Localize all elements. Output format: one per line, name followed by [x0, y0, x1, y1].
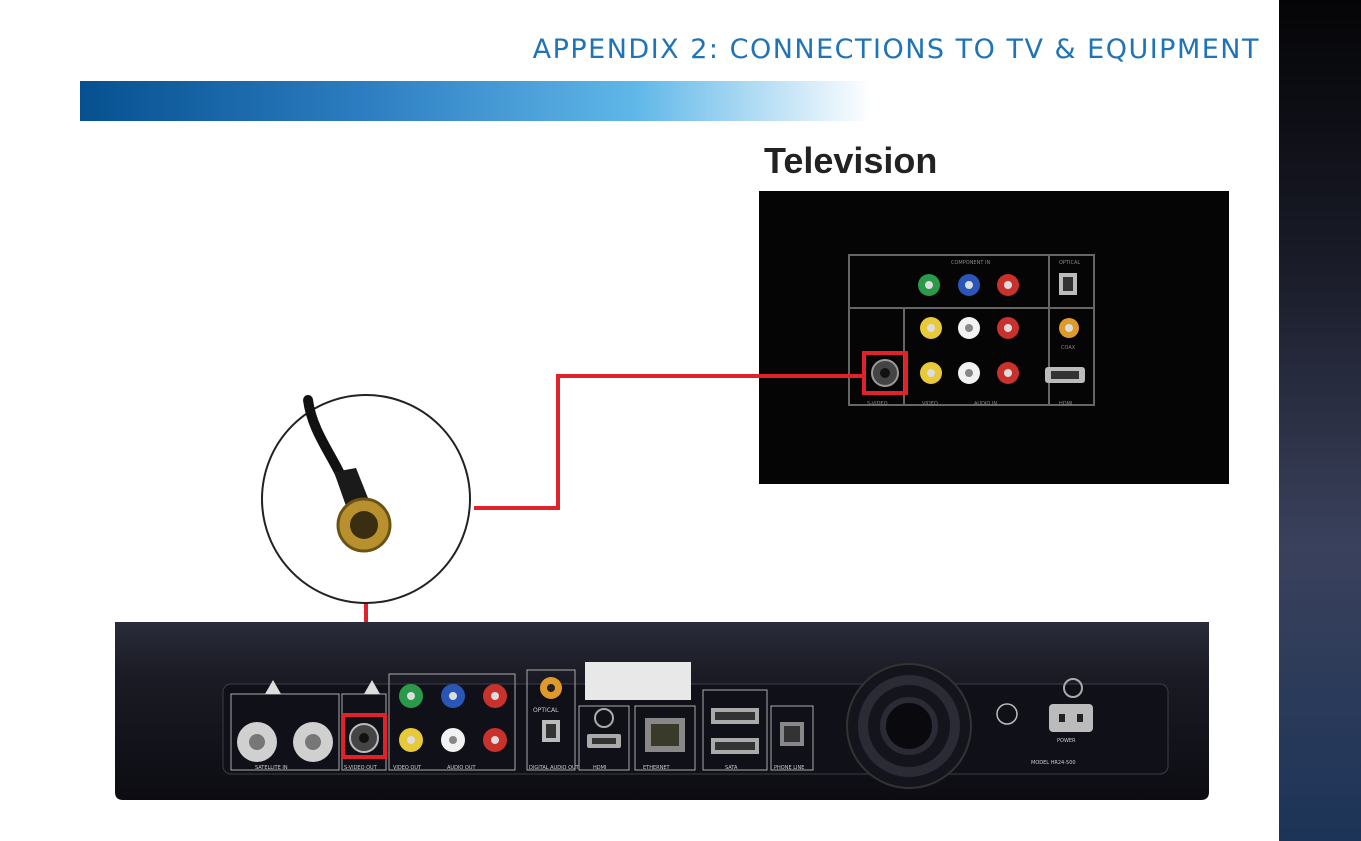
- power-port: [1049, 704, 1093, 732]
- power-pin: [1077, 714, 1083, 722]
- port-label-digital-audio: DIGITAL AUDIO OUT: [529, 765, 580, 771]
- hdmi-slot: [592, 738, 616, 744]
- svideo-plug-magnifier: [262, 395, 470, 603]
- port-label-hdmi: HDMI: [593, 765, 606, 771]
- model-label: MODEL HR24-500: [1031, 760, 1076, 766]
- port-label-satellite: SATELLITE IN: [255, 765, 288, 771]
- receiver-port-center: [491, 692, 499, 700]
- receiver-port-center: [407, 736, 415, 744]
- receiver-port-center: [449, 736, 457, 744]
- port-label-sata: SATA: [725, 765, 738, 771]
- port-label-svideo-out: S-VIDEO OUT: [344, 765, 378, 771]
- receiver-port-center: [249, 734, 265, 750]
- port-label-audio-out: AUDIO OUT: [447, 765, 477, 771]
- fan-hub-icon: [883, 700, 935, 752]
- port-label-phone-line: PHONE LINE: [774, 765, 804, 771]
- receiver-port-center: [359, 733, 369, 743]
- sata-slot: [715, 742, 755, 750]
- power-pin: [1059, 714, 1065, 722]
- usb-slot: [715, 712, 755, 720]
- receiver-port-center: [449, 692, 457, 700]
- receiver-port-center: [547, 684, 555, 692]
- receiver-port-center: [305, 734, 321, 750]
- ethernet-socket: [651, 724, 679, 746]
- svideo-plug-center-icon: [350, 511, 378, 539]
- receiver-graphic: SATELLITE IN S-VIDEO OUT VIDEO OUT AUDIO…: [115, 622, 1209, 802]
- port-label-ethernet: ETHERNET: [643, 765, 671, 771]
- port-label-power: POWER: [1057, 738, 1076, 744]
- serial-sticker: [585, 662, 691, 700]
- optical-hole: [546, 724, 556, 738]
- optical-label: OPTICAL: [533, 707, 559, 714]
- receiver-port-center: [407, 692, 415, 700]
- port-label-video-out: VIDEO OUT: [393, 765, 422, 771]
- receiver-port-center: [491, 736, 499, 744]
- svideo-cable-line: [474, 376, 864, 508]
- receiver-back-panel: SATELLITE IN S-VIDEO OUT VIDEO OUT AUDIO…: [115, 622, 1209, 802]
- phone-socket: [784, 726, 800, 742]
